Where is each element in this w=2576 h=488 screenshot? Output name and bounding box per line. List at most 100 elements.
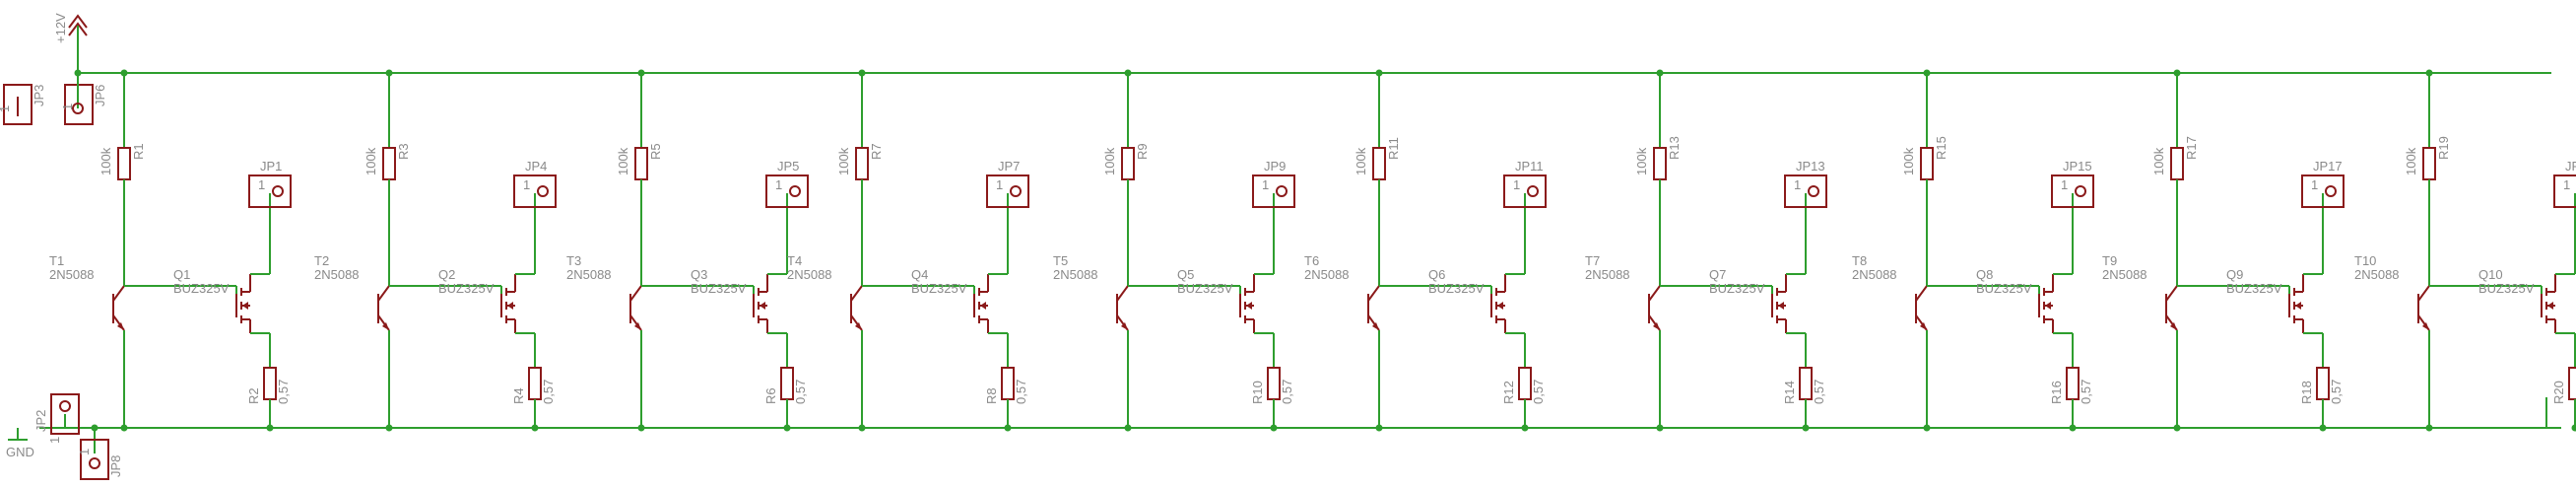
jp2-name-label: JP2 [33, 410, 48, 432]
emitter-arrow-icon [634, 322, 641, 330]
mosfet-type-label: BUZ325V [2226, 281, 2282, 296]
connector-name-label: JP17 [2313, 159, 2343, 174]
transistor-name-label: T9 [2102, 253, 2117, 268]
connector-name-label: JP15 [2063, 159, 2092, 174]
resistor-name-label: R20 [2551, 381, 2566, 404]
connector-name-label: JP19 [2565, 159, 2576, 174]
resistor-value-label: 0,57 [276, 380, 291, 404]
connector-pin [1276, 185, 1288, 197]
emitter-arrow-icon [382, 322, 389, 330]
transistor-type-label: 2N5088 [1304, 267, 1350, 282]
mosfet-type-label: BUZ325V [1428, 281, 1485, 296]
connector-pin [89, 457, 100, 469]
resistor-name-label: R11 [1386, 137, 1401, 160]
jp3-pin-label: 1 [0, 105, 12, 112]
resistor-value-label: 0,57 [1531, 380, 1546, 404]
connector-name-label: JP9 [1264, 159, 1286, 174]
connector-name-label: JP1 [260, 159, 282, 174]
connector-body [2553, 174, 2576, 208]
resistor-body [528, 367, 542, 400]
connector-jp3: 1 JP3 [0, 84, 46, 125]
resistor-name-label: R6 [763, 387, 778, 404]
transistor-collector [1648, 285, 1661, 302]
jp6-pin-label: 1 [60, 104, 75, 110]
jp8-pin-label: 1 [77, 449, 92, 455]
emitter-arrow-icon [1920, 322, 1927, 330]
resistor-body [117, 147, 131, 180]
resistor-name-label: R9 [1135, 143, 1150, 160]
connector-pin [2325, 185, 2337, 197]
resistor-body [1001, 367, 1015, 400]
transistor-type-label: 2N5088 [49, 267, 95, 282]
resistor-value-label: 0,57 [1280, 380, 1294, 404]
connector-pin [1808, 185, 1819, 197]
connector-body [2051, 174, 2094, 208]
mosfet-arrow-icon [1778, 302, 1784, 310]
transistor-type-label: 2N5088 [1852, 267, 1897, 282]
emitter-arrow-icon [855, 322, 862, 330]
resistor-name-label: R10 [1250, 381, 1265, 404]
resistor-body [1653, 147, 1667, 180]
connector-pin-label: 1 [996, 177, 1003, 192]
connector-body [50, 393, 80, 435]
connector-body [1503, 174, 1547, 208]
resistor-name-label: R1 [131, 143, 146, 160]
connector-pin-label: 1 [1262, 177, 1269, 192]
resistor-value-label: 0,57 [2329, 380, 2344, 404]
resistor-value-label: 100k [1354, 147, 1368, 175]
gnd-label: GND [6, 445, 34, 459]
mosfet-name-label: Q2 [438, 267, 455, 282]
mosfet-arrow-icon [1497, 302, 1503, 310]
mosfet-arrow-icon [507, 302, 513, 310]
jp2-pin-label: 1 [47, 437, 62, 444]
resistor-body [634, 147, 648, 180]
connector-pin [1010, 185, 1022, 197]
mosfet-type-label: BUZ325V [438, 281, 495, 296]
resistor-value-label: 100k [1102, 147, 1117, 175]
resistor-body [382, 147, 396, 180]
resistor-name-label: R18 [2299, 381, 2314, 404]
mosfet-name-label: Q6 [1428, 267, 1445, 282]
connector-pin [537, 185, 549, 197]
transistor-type-label: 2N5088 [1053, 267, 1098, 282]
connector-jp2: 1 JP2 [33, 393, 80, 444]
resistor-value-label: 0,57 [1014, 380, 1028, 404]
connector-pin-label: 1 [1794, 177, 1801, 192]
connector-pin [72, 103, 84, 114]
resistor-value-label: 100k [1901, 147, 1916, 175]
mosfet-name-label: Q7 [1709, 267, 1726, 282]
connector-body [3, 84, 33, 125]
resistor-value-label: 100k [616, 147, 630, 175]
transistor-type-label: 2N5088 [787, 267, 832, 282]
resistor-body [2568, 367, 2576, 400]
resistor-value-label: 0,57 [2079, 380, 2093, 404]
connector-pin-label: 1 [523, 177, 530, 192]
resistor-value-label: 100k [2404, 147, 2418, 175]
power-and-ground-section: +12V 1 JP3 1 JP6 GND 1 [0, 13, 2561, 480]
supply-arrow-icon [68, 14, 88, 36]
mosfet-arrow-icon [2547, 302, 2553, 310]
transistor-collector [2417, 285, 2430, 302]
resistor-name-label: R13 [1667, 136, 1682, 160]
transistor-collector [377, 285, 390, 302]
mosfet-type-label: BUZ325V [1177, 281, 1233, 296]
transistor-name-label: T10 [2354, 253, 2376, 268]
connector-pin [2075, 185, 2086, 197]
mosfet-type-label: BUZ325V [173, 281, 230, 296]
transistor-type-label: 2N5088 [2102, 267, 2147, 282]
mosfet-type-label: BUZ325V [911, 281, 967, 296]
mosfet-arrow-icon [242, 302, 248, 310]
resistor-value-label: 0,57 [1812, 380, 1826, 404]
connector-pin [789, 185, 801, 197]
resistor-body [1121, 147, 1135, 180]
resistor-name-label: R19 [2436, 136, 2451, 160]
resistor-body [855, 147, 869, 180]
mosfet-arrow-icon [2295, 302, 2301, 310]
transistor-type-label: 2N5088 [314, 267, 360, 282]
resistor-body [1799, 367, 1813, 400]
